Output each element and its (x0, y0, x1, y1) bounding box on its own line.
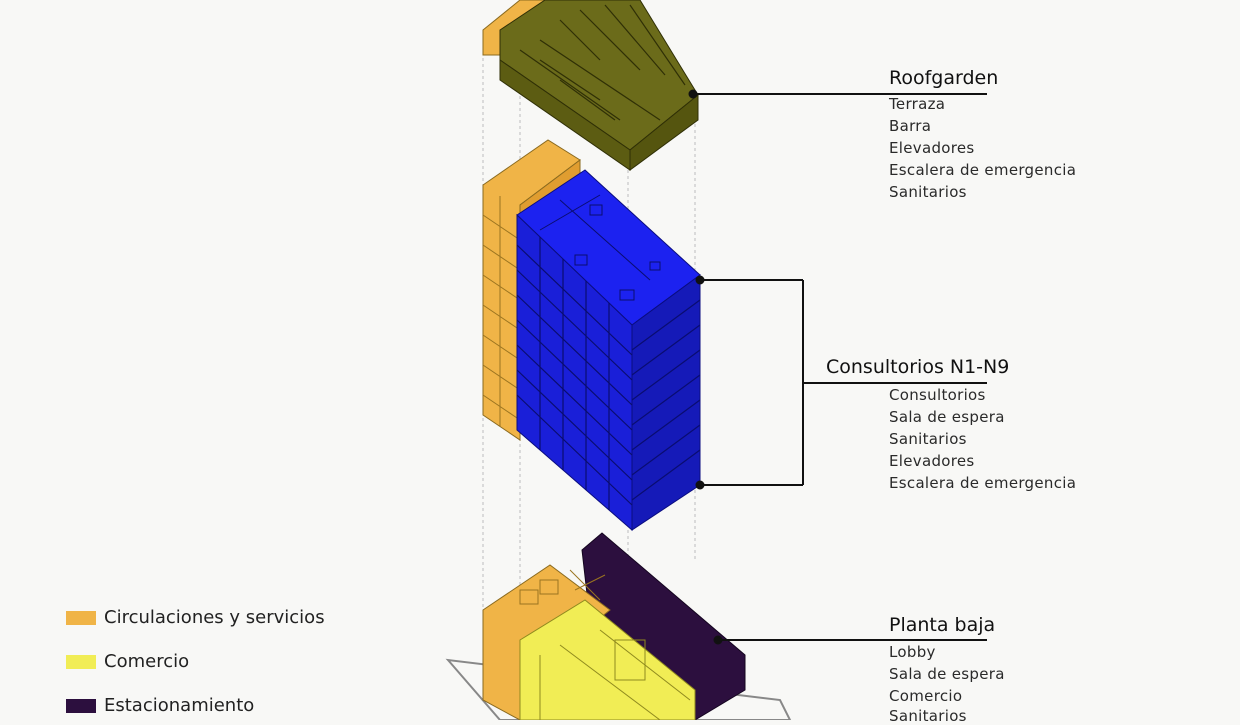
planta-baja-item: Comercio (889, 687, 963, 705)
planta-baja-block (445, 532, 792, 720)
roofgarden-item: Escalera de emergencia (889, 161, 1077, 179)
legend-item-estacionamiento: Estacionamiento (66, 695, 254, 716)
roofgarden-item: Elevadores (889, 139, 975, 157)
roofgarden-item: Barra (889, 117, 932, 135)
roofgarden-item: Sanitarios (889, 183, 967, 201)
roofgarden-block (482, 0, 699, 171)
group-title-consultorios: Consultorios N1-N9 (826, 356, 1010, 378)
roofgarden-item: Terraza (889, 95, 946, 113)
leader-lines (688, 89, 987, 645)
legend-swatch (66, 654, 96, 669)
planta-baja-item: Sala de espera (889, 665, 1005, 683)
group-title-roofgarden: Roofgarden (889, 67, 999, 89)
planta-baja-item: Sanitarios (889, 707, 967, 725)
legend-label: Estacionamiento (104, 695, 255, 716)
legend-item-circulaciones: Circulaciones y servicios (66, 607, 325, 628)
legend-swatch (66, 610, 96, 625)
legend-swatch (66, 698, 96, 713)
legend-label: Circulaciones y servicios (104, 607, 325, 628)
legend-label: Comercio (104, 651, 190, 672)
consultorios-item: Elevadores (889, 452, 975, 470)
consultorios-item: Sanitarios (889, 430, 967, 448)
group-title-planta-baja: Planta baja (889, 614, 996, 636)
planta-baja-item: Lobby (889, 643, 936, 661)
consultorios-tower (482, 139, 701, 532)
legend-item-comercio: Comercio (66, 651, 189, 672)
consultorios-item: Consultorios (889, 386, 986, 404)
consultorios-item: Escalera de emergencia (889, 474, 1077, 492)
consultorios-item: Sala de espera (889, 408, 1005, 426)
